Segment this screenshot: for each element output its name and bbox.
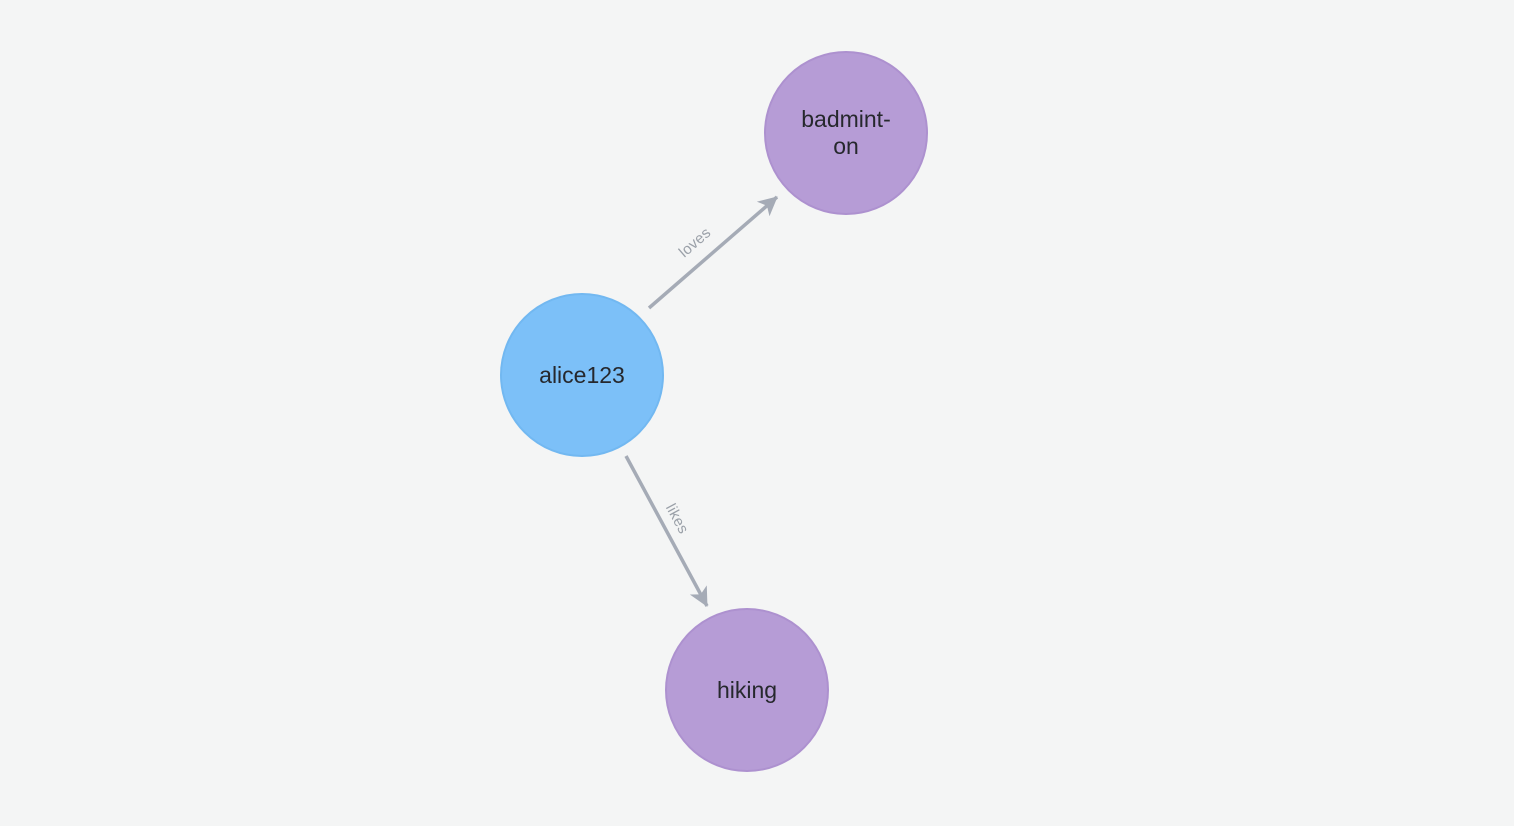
node-label-badminton: badmint- on <box>801 106 891 159</box>
edge-arrow-likes[interactable] <box>624 455 709 607</box>
graph-node-hiking[interactable]: hiking <box>665 608 829 772</box>
graph-edge-likes[interactable]: likes <box>624 455 709 607</box>
graph-node-badminton[interactable]: badmint- on <box>764 51 928 215</box>
node-label-alice123: alice123 <box>539 361 625 388</box>
graph-node-alice123[interactable]: alice123 <box>500 293 664 457</box>
edge-arrow-loves[interactable] <box>647 195 779 310</box>
graph-edge-loves[interactable]: loves <box>647 195 779 310</box>
node-label-hiking: hiking <box>716 676 778 703</box>
